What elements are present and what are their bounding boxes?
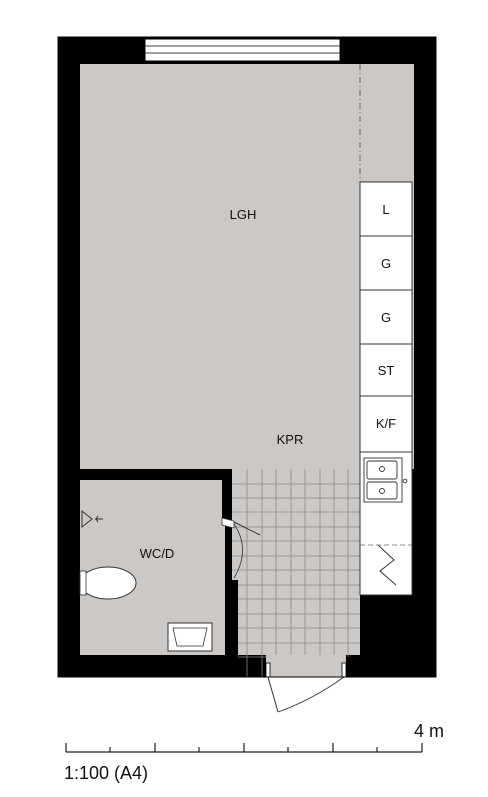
tile-grid: [232, 469, 360, 677]
bathroom-wall-right-lower: [228, 580, 238, 655]
entrance-door-swing: [277, 676, 345, 713]
window: [144, 38, 341, 62]
living-floor: [80, 64, 414, 469]
scale-ratio-label: 1:100 (A4): [64, 763, 148, 783]
outer-wall-outline: [57, 36, 437, 678]
room-label-bathroom: WC/D: [140, 546, 175, 561]
room-label-living: LGH: [230, 207, 257, 222]
entrance-jamb-right: [341, 662, 347, 678]
entrance-jamb-left: [265, 662, 271, 678]
room-label-kitchen-living: KPR: [277, 432, 304, 447]
toilet-tank: [79, 570, 87, 596]
kitchen-unit-label: G: [381, 256, 391, 271]
toilet: [79, 566, 137, 600]
kitchen-unit-label: K/F: [376, 416, 396, 431]
entrance-door-leaf: [267, 676, 279, 713]
scale-bar: [65, 743, 423, 753]
counter-break-mark: [377, 544, 397, 586]
bathroom-wall-top: [58, 469, 232, 480]
floor-drain-icon: [81, 509, 103, 529]
bathroom-wall-right-upper: [222, 469, 232, 521]
sink: [363, 457, 408, 503]
kitchen-floor: [232, 469, 360, 655]
kitchen-unit-label: G: [381, 310, 391, 325]
washbasin-bowl: [172, 627, 208, 647]
bathroom-door-frame: [221, 517, 235, 529]
entrance-opening: [266, 655, 346, 677]
kitchen-counter: [359, 181, 413, 596]
kitchen-unit-label: L: [382, 202, 389, 217]
bathroom-door-leaf: [231, 520, 261, 536]
bathroom-door-swing: [231, 520, 243, 579]
scale-length-label: 4 m: [414, 721, 444, 741]
kitchen-unit-label: ST: [378, 363, 395, 378]
